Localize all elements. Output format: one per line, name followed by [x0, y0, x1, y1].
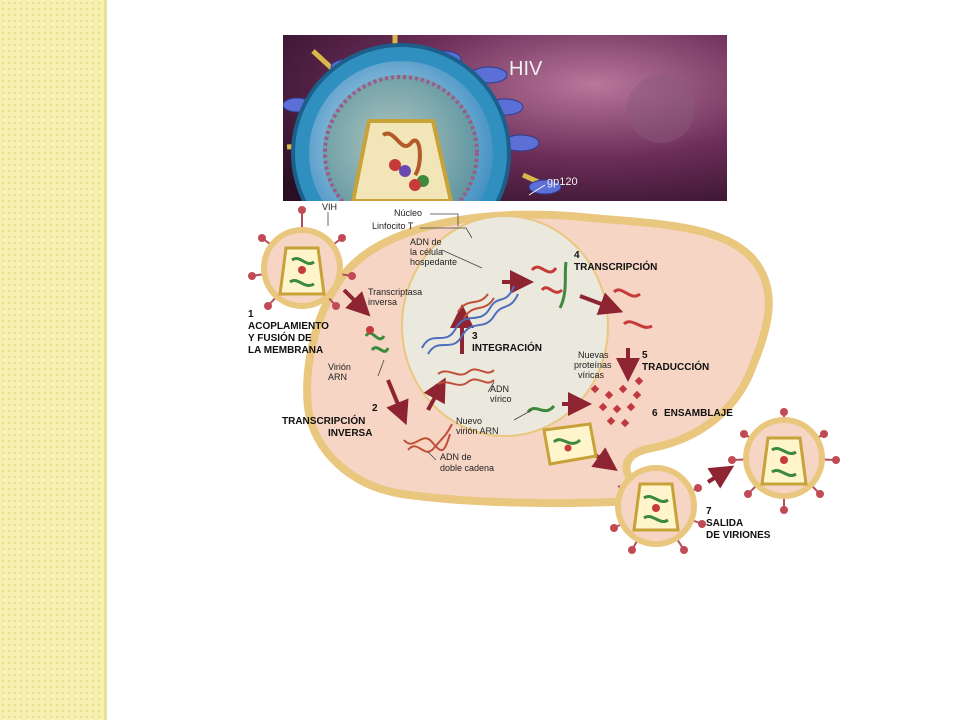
arrow-fusion: [342, 288, 371, 317]
label-nucleo: Núcleo: [394, 208, 422, 218]
step-2-line-a: TRANSCRIPCIÓN: [282, 414, 365, 427]
step-6-number: 6: [652, 408, 658, 419]
new-virion-rna: [526, 404, 556, 414]
gp120-label: gp120: [547, 176, 578, 188]
arrow-export: [579, 292, 624, 316]
viral-dna-nucleus: [437, 368, 495, 386]
nucleus: [401, 215, 609, 437]
double-strand-dna: [403, 423, 453, 453]
step-1-line-a: ACOPLAMIENTO: [248, 321, 329, 332]
decorative-side-band: [0, 0, 107, 720]
step-5-number: 5: [642, 350, 648, 361]
step-3-number: 3: [472, 331, 478, 342]
arrow-reverse-transcription: [386, 379, 409, 426]
label-vih: VIH: [322, 202, 337, 212]
step-7-line-a: SALIDA: [706, 518, 743, 529]
released-virion: [728, 408, 840, 514]
step-4-line-a: TRANSCRIPCIÓN: [574, 260, 657, 273]
label-adn-host-3: hospedante: [410, 257, 457, 267]
assembling-capsid: [542, 422, 598, 466]
hiv-virus-image: HIV gp120: [283, 35, 727, 201]
label-linfocito: Linfocito T: [372, 221, 414, 231]
label-nuevo-virion-2: virión ARN: [456, 426, 499, 436]
label-doble-1: ADN de: [440, 452, 472, 462]
label-adn-host-1: ADN de: [410, 237, 442, 247]
arrow-release: [706, 465, 735, 489]
viral-dna-integrated: [457, 293, 495, 319]
arrow-to-nucleus: [423, 377, 446, 411]
step-5-line-a: TRADUCCIÓN: [642, 360, 709, 373]
hiv-title: HIV: [509, 58, 543, 80]
new-viral-proteins: [590, 376, 644, 428]
label-transcriptasa-1: Transcriptasa: [368, 287, 422, 297]
label-nuevas-1: Nuevas: [578, 350, 609, 360]
incoming-virion: [248, 206, 356, 310]
rna-transcripts: [530, 261, 653, 329]
label-nuevas-2: proteínas: [574, 360, 612, 370]
step-1-number: 1: [248, 309, 254, 320]
step-2-line-b: INVERSA: [328, 428, 372, 439]
step-4-number: 4: [574, 250, 580, 261]
label-virion-arn-2: ARN: [328, 372, 347, 382]
label-adn-virico-1: ADN: [490, 384, 509, 394]
step-2-number: 2: [372, 403, 378, 414]
host-dna: [421, 285, 519, 355]
step-1-line-b: Y FUSIÓN DE: [248, 331, 312, 344]
viral-rna-entry: [364, 326, 390, 353]
label-transcriptasa-2: inversa: [368, 297, 397, 307]
step-7-number: 7: [706, 506, 712, 517]
label-adn-virico-2: vírico: [490, 394, 512, 404]
hiv-replication-cycle-diagram: VIH Núcleo Linfocito T ADN de la célula …: [232, 198, 842, 570]
step-6-line-a: ENSAMBLAJE: [664, 408, 733, 419]
label-virion-arn-1: Virión: [328, 362, 351, 372]
label-adn-host-2: la célula: [410, 247, 443, 257]
step-7-line-b: DE VIRIONES: [706, 530, 771, 541]
label-nuevas-3: víricas: [578, 370, 605, 380]
budding-virion: [610, 465, 706, 554]
label-nuevo-virion-1: Nuevo: [456, 416, 482, 426]
label-doble-2: doble cadena: [440, 463, 494, 473]
step-3-line-a: INTEGRACIÓN: [472, 341, 542, 354]
step-1-line-c: LA MEMBRANA: [248, 345, 323, 356]
